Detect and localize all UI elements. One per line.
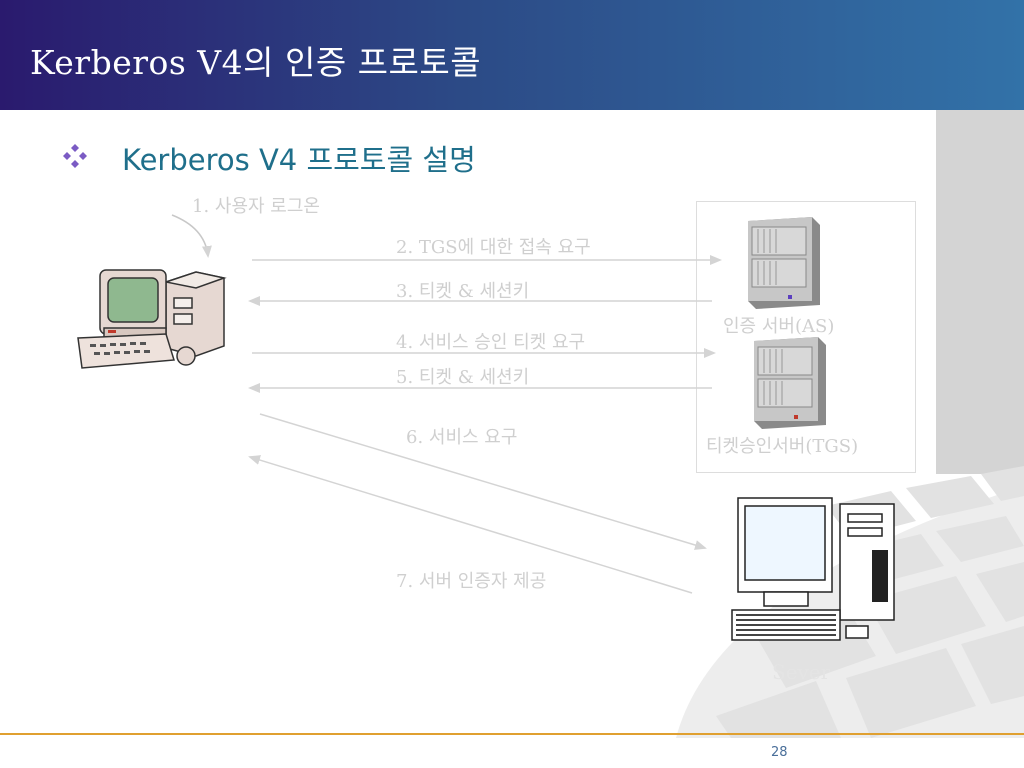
tgs-server-tower-icon	[754, 337, 826, 429]
slide-title: Kerberos V4의 인증 프로토콜	[30, 43, 482, 82]
step-3-label: 3. 티켓 & 세션키	[396, 281, 530, 302]
step-4-label: 4. 서비스 승인 티켓 요구	[396, 332, 586, 353]
slide-header: Kerberos V4의 인증 프로토콜	[0, 0, 1024, 110]
arrow-step-6	[259, 413, 707, 550]
diamond-bullet-icon	[63, 144, 87, 168]
application-server-label: Sever	[772, 660, 831, 684]
as-server-label: 인증 서버(AS)	[723, 316, 835, 337]
step-5-label: 5. 티켓 & 세션키	[396, 367, 530, 388]
client-computer-icon	[77, 269, 227, 369]
step-1-label: 1. 사용자 로그온	[192, 196, 320, 217]
arrow-step-7	[248, 455, 693, 594]
as-server-tower-icon	[748, 217, 820, 309]
footer-divider	[0, 733, 1024, 735]
step-7-label: 7. 서버 인증자 제공	[396, 571, 547, 592]
application-server-computer-icon	[731, 497, 895, 641]
server-group-box	[696, 201, 916, 473]
right-gray-panel	[936, 110, 1024, 474]
step-2-label: 2. TGS에 대한 접속 요구	[396, 237, 591, 258]
step-6-label: 6. 서비스 요구	[406, 427, 518, 448]
page-number: 28	[771, 745, 788, 760]
tgs-server-label: 티켓승인서버(TGS)	[706, 436, 859, 457]
section-subtitle: Kerberos V4 프로토콜 설명	[122, 143, 476, 177]
